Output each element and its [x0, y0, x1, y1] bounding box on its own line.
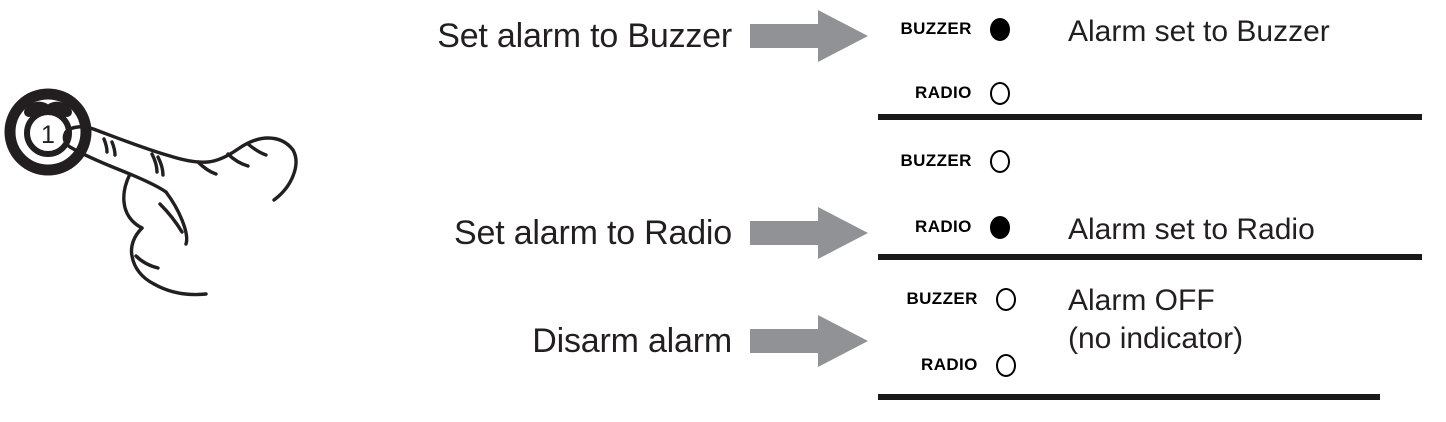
- instruction-row: Set alarm to Buzzer: [352, 8, 868, 64]
- status-text: Alarm set to Radio: [1068, 213, 1315, 246]
- instruction-row: Disarm alarm: [352, 313, 868, 369]
- right-arrow-icon: [750, 205, 868, 261]
- indicator-row-buzzer: BUZZER: [878, 144, 1010, 178]
- indicator-row-radio: RADIO: [878, 76, 1010, 110]
- instruction-label: Set alarm to Radio: [454, 214, 732, 252]
- indicator-panel: BUZZER RADIO Alarm set to Buzzer BUZZER …: [878, 0, 1438, 422]
- right-arrow-icon: [750, 313, 868, 369]
- pointing-hand-drawing: [62, 125, 298, 297]
- hand-pressing-alarm-button-illustration: 1: [0, 84, 320, 324]
- alarm-clock-digit: 1: [41, 121, 55, 149]
- instruction-row: Set alarm to Radio: [352, 205, 868, 261]
- right-arrow-icon: [750, 8, 868, 64]
- led-buzzer-off: [995, 287, 1016, 311]
- instruction-label: Set alarm to Buzzer: [437, 17, 732, 55]
- status-text: Alarm OFF (no indicator): [1068, 284, 1244, 355]
- indicator-label-buzzer: BUZZER: [906, 289, 978, 308]
- instruction-label: Disarm alarm: [532, 322, 732, 360]
- group-divider: [878, 254, 1422, 260]
- led-radio-on: [989, 215, 1010, 239]
- indicator-row-buzzer: BUZZER: [884, 282, 1016, 316]
- indicator-row-buzzer: BUZZER: [878, 12, 1010, 46]
- led-radio-off: [989, 81, 1010, 105]
- group-divider: [878, 394, 1380, 400]
- indicator-label-buzzer: BUZZER: [900, 151, 972, 170]
- led-radio-off: [995, 353, 1016, 377]
- led-buzzer-on: [989, 17, 1010, 41]
- indicator-label-radio: RADIO: [915, 83, 972, 102]
- alarm-clock-button-icon: 1: [4, 88, 92, 176]
- indicator-group: BUZZER RADIO Alarm set to Radio: [878, 132, 1438, 260]
- status-text: Alarm set to Buzzer: [1068, 15, 1330, 48]
- indicator-label-buzzer: BUZZER: [900, 19, 972, 38]
- led-buzzer-off: [989, 149, 1010, 173]
- indicator-group: BUZZER RADIO Alarm OFF (no indicator): [878, 272, 1438, 400]
- indicator-row-radio: RADIO: [878, 210, 1010, 244]
- indicator-label-radio: RADIO: [921, 355, 978, 374]
- indicator-group: BUZZER RADIO Alarm set to Buzzer: [878, 4, 1438, 120]
- indicator-label-radio: RADIO: [915, 217, 972, 236]
- indicator-row-radio: RADIO: [884, 348, 1016, 382]
- group-divider: [878, 114, 1422, 120]
